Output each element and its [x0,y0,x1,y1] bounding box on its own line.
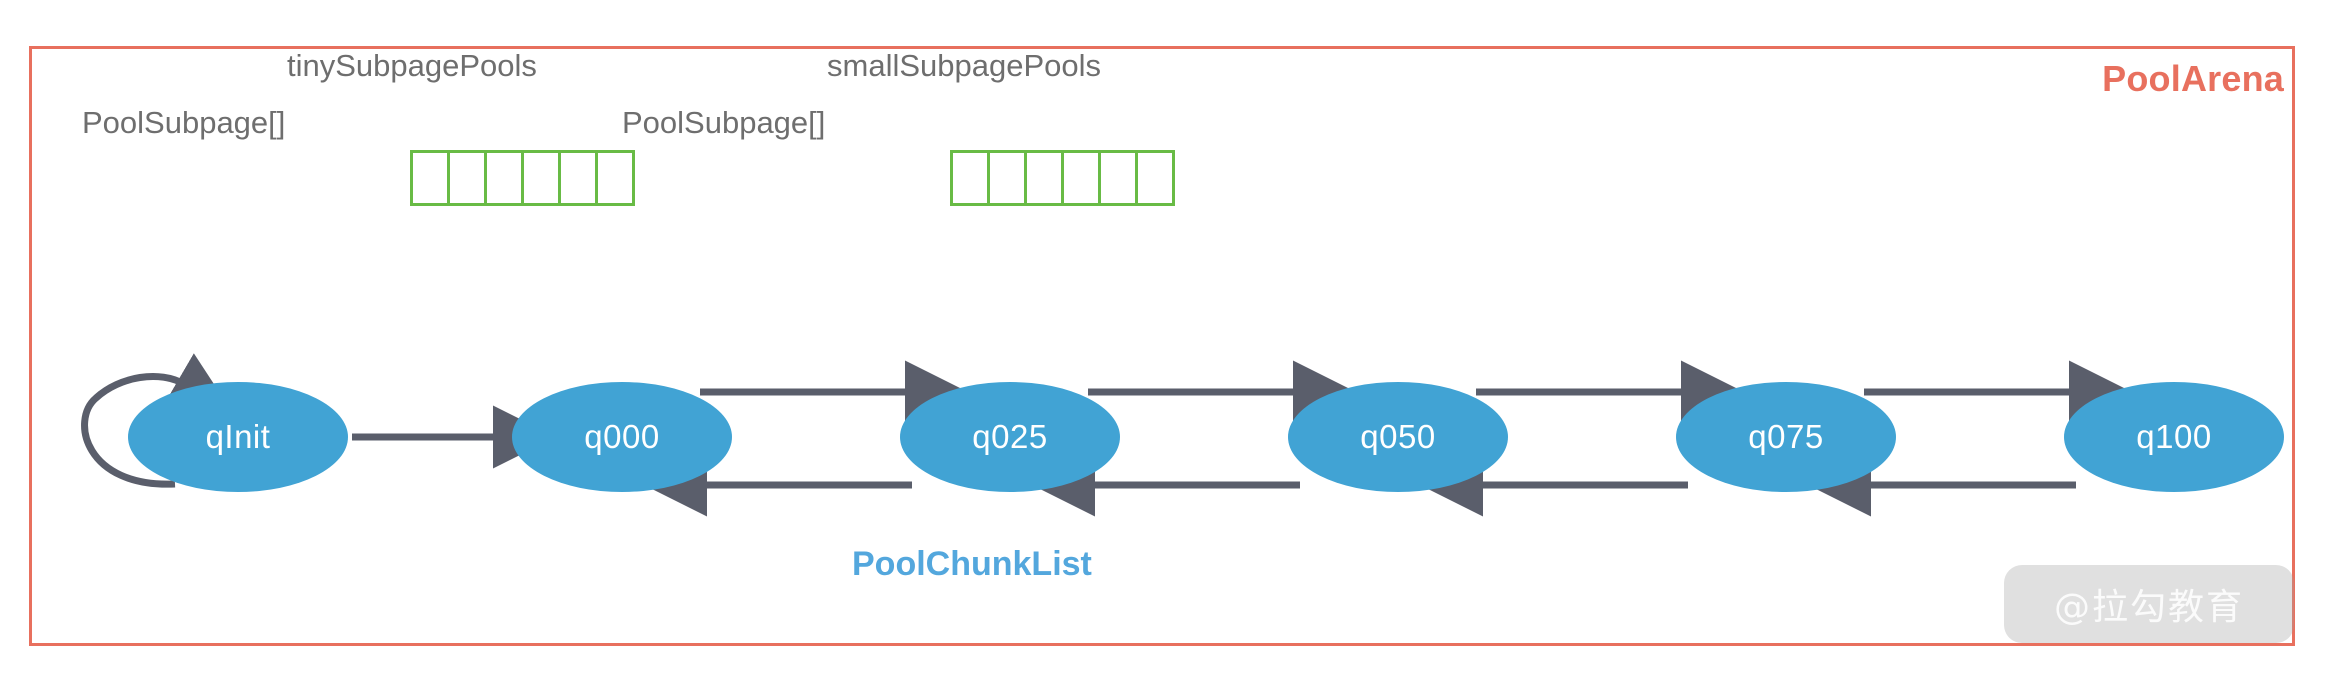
array-cell [1061,150,1101,206]
chunk-list-node-q075[interactable]: q075 [1676,382,1896,492]
node-label: q000 [584,418,660,455]
node-label: q025 [972,418,1048,455]
pool-arena-frame [29,46,2295,646]
tiny-subpage-pools-title: tinySubpagePools [287,48,537,83]
array-cell [1135,150,1175,206]
array-cell [484,150,524,206]
node-label: q075 [1748,418,1824,455]
watermark-badge: @拉勾教育 [2004,565,2294,643]
array-cell [1024,150,1064,206]
array-cell [558,150,598,206]
small-subpage-pools-array [950,150,1175,206]
chunk-list-node-q100[interactable]: q100 [2064,382,2284,492]
chunk-list-node-qinit[interactable]: qInit [128,382,348,492]
array-cell [595,150,635,206]
array-cell [410,150,450,206]
pool-chunk-list-caption: PoolChunkList [852,545,1092,583]
chunk-list-node-q000[interactable]: q000 [512,382,732,492]
array-cell [447,150,487,206]
pool-arena-label: PoolArena [2102,58,2284,99]
graph-edges [81,353,2132,517]
pool-chunk-list-graph: qInit q000 q025 q050 q075 q100 [0,300,2330,530]
tiny-subpage-pools-array [410,150,635,206]
array-cell [950,150,990,206]
node-label: q050 [1360,418,1436,455]
chunk-list-node-q025[interactable]: q025 [900,382,1120,492]
chunk-list-node-q050[interactable]: q050 [1288,382,1508,492]
watermark-text: @拉勾教育 [2053,587,2244,628]
node-label: q100 [2136,418,2212,455]
tiny-subpage-pools-type-label: PoolSubpage[] [82,105,286,140]
node-label: qInit [205,418,271,455]
small-subpage-pools-title: smallSubpagePools [827,48,1102,83]
array-cell [521,150,561,206]
array-cell [987,150,1027,206]
array-cell [1098,150,1138,206]
small-subpage-pools-type-label: PoolSubpage[] [622,105,826,140]
